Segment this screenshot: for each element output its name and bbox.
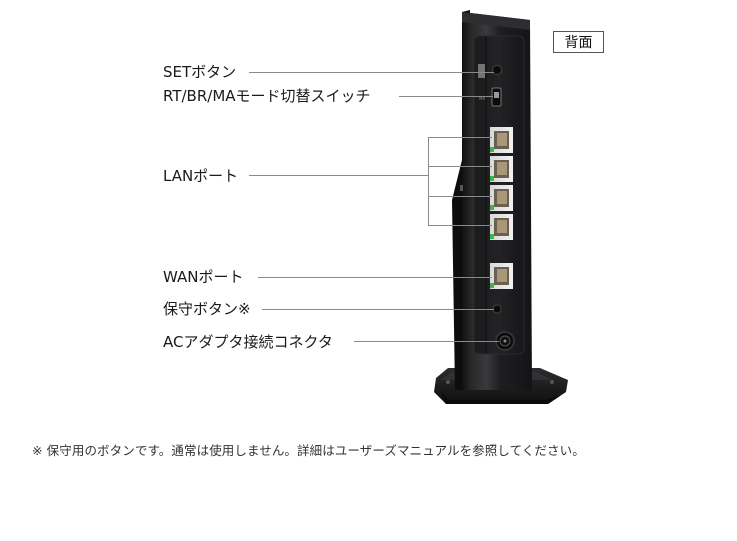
- label-ac-adapter: ACアダプタ接続コネクタ: [163, 333, 333, 351]
- label-maintenance-button: 保守ボタン※: [163, 300, 251, 318]
- rear-view-badge: 背面: [553, 31, 604, 53]
- ac-connector-graphic: [495, 331, 515, 351]
- lan-bracket-branch-2: [428, 196, 492, 197]
- svg-text:MA: MA: [479, 96, 485, 101]
- lan-port-2: [490, 185, 513, 211]
- label-set-button: SETボタン: [163, 63, 237, 81]
- lan-port-3: [490, 156, 513, 182]
- leader-line-mode-switch: [399, 96, 493, 97]
- label-mode-switch: RT/BR/MAモード切替スイッチ: [163, 87, 371, 105]
- lan-bracket-branch-1: [428, 225, 492, 226]
- leader-line-maintenance-button: [262, 309, 494, 310]
- footnote: ※ 保守用のボタンです。通常は使用しません。詳細はユーザーズマニュアルを参照して…: [32, 443, 585, 458]
- lan-ports-graphic: [490, 127, 513, 240]
- leader-line-wan-port: [258, 277, 492, 278]
- lan-port-1: [490, 214, 513, 240]
- lan-bracket-branch-3: [428, 166, 492, 167]
- lan-bracket-branch-4: [428, 137, 492, 138]
- leader-line-lan-port: [249, 175, 428, 176]
- mode-switch-graphic: MA: [479, 87, 502, 107]
- set-button-graphic: [478, 64, 502, 78]
- leader-line-set-button: [249, 72, 494, 73]
- lan-port-4: [490, 127, 513, 153]
- label-lan-port: LANポート: [163, 167, 239, 185]
- maintenance-button-graphic: [492, 304, 502, 314]
- lan-bracket: [428, 137, 429, 226]
- label-wan-port: WANポート: [163, 268, 244, 286]
- wan-port-graphic: [490, 263, 513, 289]
- leader-line-ac-adapter: [354, 341, 499, 342]
